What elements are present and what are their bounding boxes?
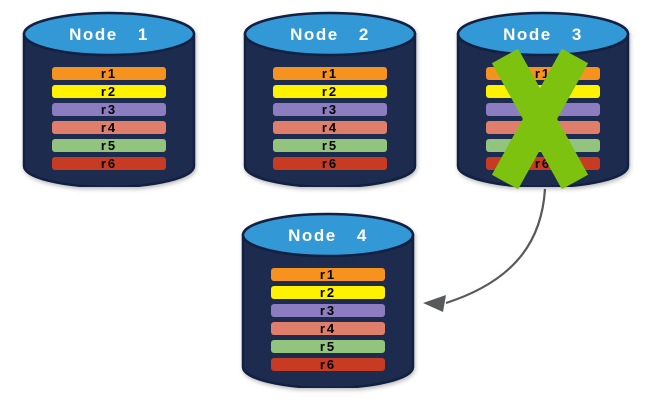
node-title: Node 3 xyxy=(503,25,583,44)
record-bar-r6: r6 xyxy=(52,157,166,170)
record-list: r1 r2 r3 r4 r5 r6 xyxy=(52,67,166,175)
record-bar-r4: r4 xyxy=(273,121,387,134)
curved-arrow-icon xyxy=(423,188,547,312)
arrow-line xyxy=(445,188,547,305)
record-bar-r3: r3 xyxy=(52,103,166,116)
record-bar-r5: r5 xyxy=(273,139,387,152)
record-bar-r6: r6 xyxy=(273,157,387,170)
record-bar-r3: r3 xyxy=(273,103,387,116)
record-bar-r1: r1 xyxy=(273,67,387,80)
record-bar-r1: r1 xyxy=(52,67,166,80)
record-list: r1 r2 r3 r4 r5 r6 xyxy=(271,268,385,376)
record-bar-r2: r2 xyxy=(52,85,166,98)
node-4: Node 4 r1 r2 r3 r4 r5 r6 xyxy=(240,212,416,388)
record-bar-r2: r2 xyxy=(271,286,385,299)
record-bar-r4: r4 xyxy=(271,322,385,335)
record-bar-r3: r3 xyxy=(271,304,385,317)
record-bar-r2: r2 xyxy=(273,85,387,98)
node-title: Node 1 xyxy=(69,25,149,44)
record-bar-r4: r4 xyxy=(52,121,166,134)
record-bar-r5: r5 xyxy=(52,139,166,152)
record-bar-r1: r1 xyxy=(271,268,385,281)
record-bar-r6: r6 xyxy=(271,358,385,371)
arrow-head xyxy=(423,295,446,312)
node-1: Node 1 r1 r2 r3 r4 r5 r6 xyxy=(21,11,197,187)
x-mark-icon xyxy=(491,48,589,190)
record-bar-r5: r5 xyxy=(271,340,385,353)
node-3: Node 3 r1 r2 r3 r4 r5 r6 xyxy=(455,11,631,190)
node-title: Node 4 xyxy=(288,226,368,245)
node-title: Node 2 xyxy=(290,25,370,44)
record-list: r1 r2 r3 r4 r5 r6 xyxy=(273,67,387,175)
node-2: Node 2 r1 r2 r3 r4 r5 r6 xyxy=(242,11,418,187)
